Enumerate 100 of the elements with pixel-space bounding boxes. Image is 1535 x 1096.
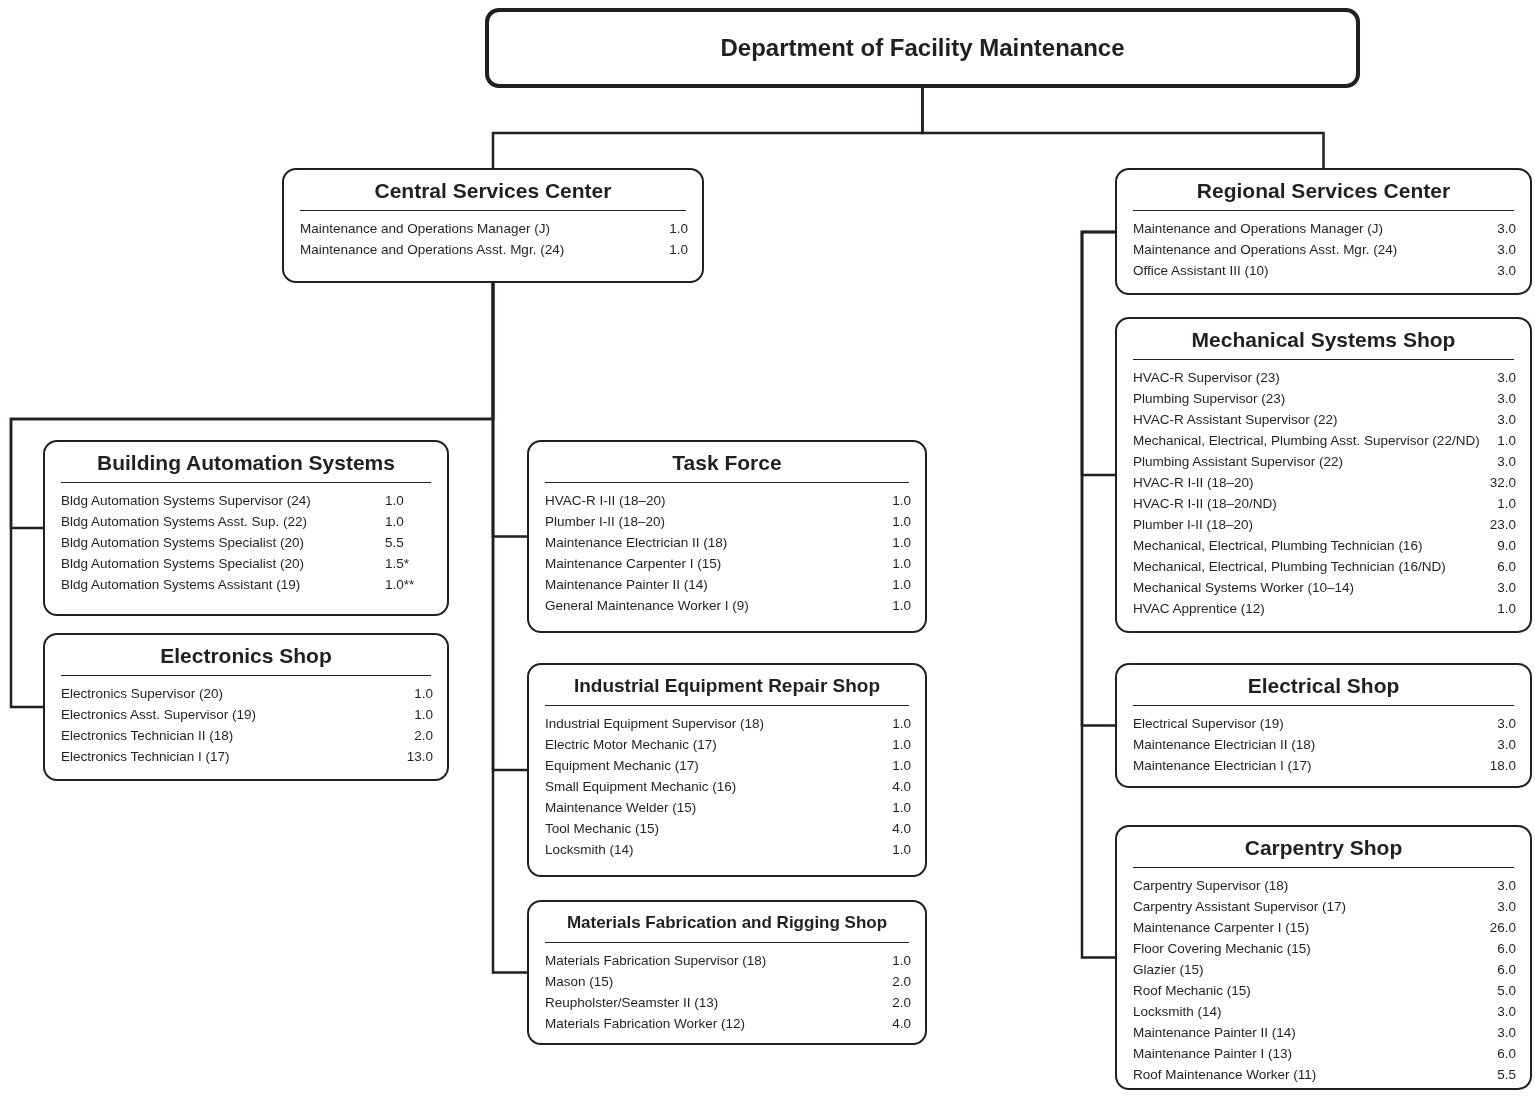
position-title: Bldg Automation Systems Supervisor (24) xyxy=(61,492,311,510)
unit-heading: Regional Services Center xyxy=(1133,178,1514,211)
position-title: HVAC-R Supervisor (23) xyxy=(1133,369,1280,387)
position-count: 1.0 xyxy=(891,597,911,615)
position-title: Plumber I-II (18–20) xyxy=(545,513,666,531)
position-title: Plumber I-II (18–20) xyxy=(1133,516,1254,534)
position-title: Electronics Technician I (17) xyxy=(61,748,230,766)
position-count: 6.0 xyxy=(1496,940,1516,958)
position-count: 18.0 xyxy=(1488,757,1516,775)
position-title: Roof Mechanic (15) xyxy=(1133,982,1251,1000)
position-count: 23.0 xyxy=(1488,516,1516,534)
position-title: Equipment Mechanic (17) xyxy=(545,757,699,775)
position-count: 1.0** xyxy=(385,576,416,594)
unit-box xyxy=(43,633,449,781)
position-count: 13.0 xyxy=(405,748,433,766)
unit-box xyxy=(527,900,927,1045)
position-count: 3.0 xyxy=(1496,715,1516,733)
unit-box xyxy=(1115,663,1532,788)
position-title: HVAC-R I-II (18–20) xyxy=(545,492,666,510)
position-title: Mason (15) xyxy=(545,973,614,991)
position-count: 9.0 xyxy=(1496,537,1516,555)
position-title: Maintenance Electrician II (18) xyxy=(545,534,728,552)
position-count: 3.0 xyxy=(1496,390,1516,408)
unit-box xyxy=(1115,825,1532,1090)
position-count: 3.0 xyxy=(1496,411,1516,429)
position-title: Carpentry Assistant Supervisor (17) xyxy=(1133,898,1347,916)
position-title: Carpentry Supervisor (18) xyxy=(1133,877,1289,895)
position-title: HVAC-R Assistant Supervisor (22) xyxy=(1133,411,1338,429)
position-title: Electronics Supervisor (20) xyxy=(61,685,224,703)
position-count: 2.0 xyxy=(891,994,911,1012)
unit-box xyxy=(1115,168,1532,295)
position-title: Maintenance and Operations Manager (J) xyxy=(1133,220,1383,238)
position-count: 1.0 xyxy=(413,685,433,703)
position-count: 1.0 xyxy=(891,757,911,775)
position-count: 2.0 xyxy=(413,727,433,745)
position-count: 3.0 xyxy=(1496,898,1516,916)
position-title: Mechanical, Electrical, Plumbing Technician (16) xyxy=(1133,537,1423,555)
position-count: 4.0 xyxy=(891,778,911,796)
position-count: 1.0 xyxy=(891,555,911,573)
connector-line xyxy=(491,283,527,974)
position-title: Small Equipment Mechanic (16) xyxy=(545,778,737,796)
position-title: Electric Motor Mechanic (17) xyxy=(545,736,717,754)
connector-line xyxy=(1080,230,1115,959)
position-title: Mechanical, Electrical, Plumbing Technician (16/ND) xyxy=(1133,558,1446,576)
position-title: Bldg Automation Systems Asst. Sup. (22) xyxy=(61,513,308,531)
position-count: 1.5* xyxy=(385,555,411,573)
position-count: 3.0 xyxy=(1496,241,1516,259)
position-title: Mechanical Systems Worker (10–14) xyxy=(1133,579,1355,597)
position-title: Maintenance and Operations Asst. Mgr. (24) xyxy=(300,241,565,259)
position-count: 1.0 xyxy=(1496,495,1516,513)
position-title: Maintenance Painter II (14) xyxy=(1133,1024,1296,1042)
position-title: Plumbing Assistant Supervisor (22) xyxy=(1133,453,1344,471)
position-count: 1.0 xyxy=(891,715,911,733)
unit-box xyxy=(282,168,704,283)
position-count: 1.0 xyxy=(891,534,911,552)
position-count: 4.0 xyxy=(891,820,911,838)
position-count: 3.0 xyxy=(1496,369,1516,387)
position-title: Plumbing Supervisor (23) xyxy=(1133,390,1286,408)
unit-heading: Task Force xyxy=(545,450,909,483)
position-count: 3.0 xyxy=(1496,453,1516,471)
unit-heading: Department of Facility Maintenance xyxy=(720,35,1125,61)
position-title: Electrical Supervisor (19) xyxy=(1133,715,1284,733)
position-count: 1.0 xyxy=(891,576,911,594)
position-count: 1.0 xyxy=(891,513,911,531)
position-title: Maintenance Electrician I (17) xyxy=(1133,757,1312,775)
department-box xyxy=(485,8,1360,88)
position-count: 1.0 xyxy=(385,513,405,531)
position-count: 5.0 xyxy=(1496,982,1516,1000)
position-title: HVAC Apprentice (12) xyxy=(1133,600,1265,618)
position-count: 3.0 xyxy=(1496,220,1516,238)
position-count: 1.0 xyxy=(1496,600,1516,618)
position-count: 26.0 xyxy=(1488,919,1516,937)
position-title: Roof Maintenance Worker (11) xyxy=(1133,1066,1317,1084)
unit-heading: Electronics Shop xyxy=(61,643,431,676)
position-count: 2.0 xyxy=(891,973,911,991)
unit-heading: Carpentry Shop xyxy=(1133,835,1514,868)
unit-heading: Industrial Equipment Repair Shop xyxy=(545,673,909,706)
position-title: General Maintenance Worker I (9) xyxy=(545,597,749,615)
position-title: Floor Covering Mechanic (15) xyxy=(1133,940,1311,958)
position-title: Maintenance Electrician II (18) xyxy=(1133,736,1316,754)
position-title: HVAC-R I-II (18–20/ND) xyxy=(1133,495,1277,513)
position-title: Maintenance Painter I (13) xyxy=(1133,1045,1293,1063)
position-title: Maintenance and Operations Manager (J) xyxy=(300,220,550,238)
position-count: 1.0 xyxy=(668,241,688,259)
position-title: Locksmith (14) xyxy=(545,841,634,859)
position-count: 3.0 xyxy=(1496,1003,1516,1021)
position-count: 1.0 xyxy=(413,706,433,724)
position-title: Electronics Asst. Supervisor (19) xyxy=(61,706,257,724)
position-count: 1.0 xyxy=(891,799,911,817)
position-title: Maintenance Welder (15) xyxy=(545,799,697,817)
position-count: 6.0 xyxy=(1496,961,1516,979)
position-count: 3.0 xyxy=(1496,877,1516,895)
position-count: 1.0 xyxy=(891,736,911,754)
position-count: 1.0 xyxy=(891,952,911,970)
position-title: HVAC-R I-II (18–20) xyxy=(1133,474,1254,492)
position-count: 5.5 xyxy=(1496,1066,1516,1084)
unit-heading: Building Automation Systems xyxy=(61,450,431,483)
position-title: Materials Fabrication Worker (12) xyxy=(545,1015,746,1033)
position-count: 4.0 xyxy=(891,1015,911,1033)
position-count: 6.0 xyxy=(1496,558,1516,576)
